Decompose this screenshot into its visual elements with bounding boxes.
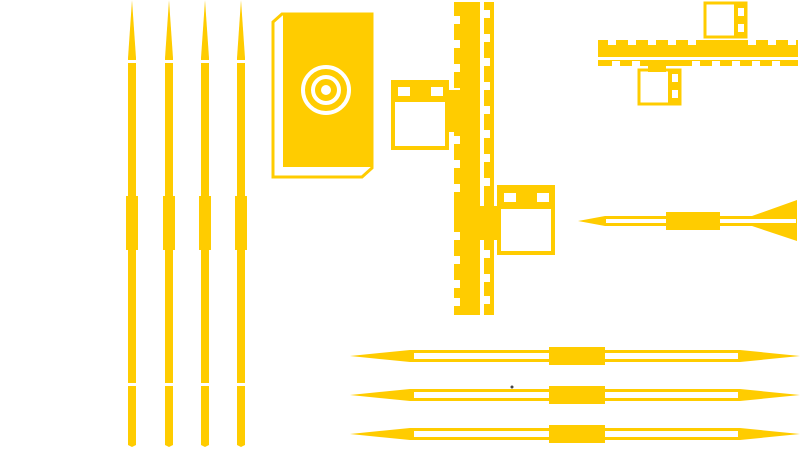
film-strip-icon — [391, 2, 555, 315]
vertical-pencil-2 — [163, 0, 175, 447]
horizontal-strip-icon — [598, 1, 798, 106]
horizontal-pencil-1 — [350, 347, 800, 365]
vertical-pencil-4 — [235, 0, 247, 447]
vertical-pencil-3 — [199, 0, 211, 447]
arrow-icon — [578, 200, 797, 241]
horizontal-pencil-3 — [350, 425, 800, 443]
vertical-pencil-1 — [126, 0, 138, 447]
horizontal-pencil-2 — [350, 385, 800, 404]
film-strip-perforations — [454, 10, 490, 306]
vertical-pencils-group — [126, 0, 247, 447]
horizontal-pencils-group — [350, 347, 800, 443]
book-with-target-icon — [271, 12, 374, 179]
